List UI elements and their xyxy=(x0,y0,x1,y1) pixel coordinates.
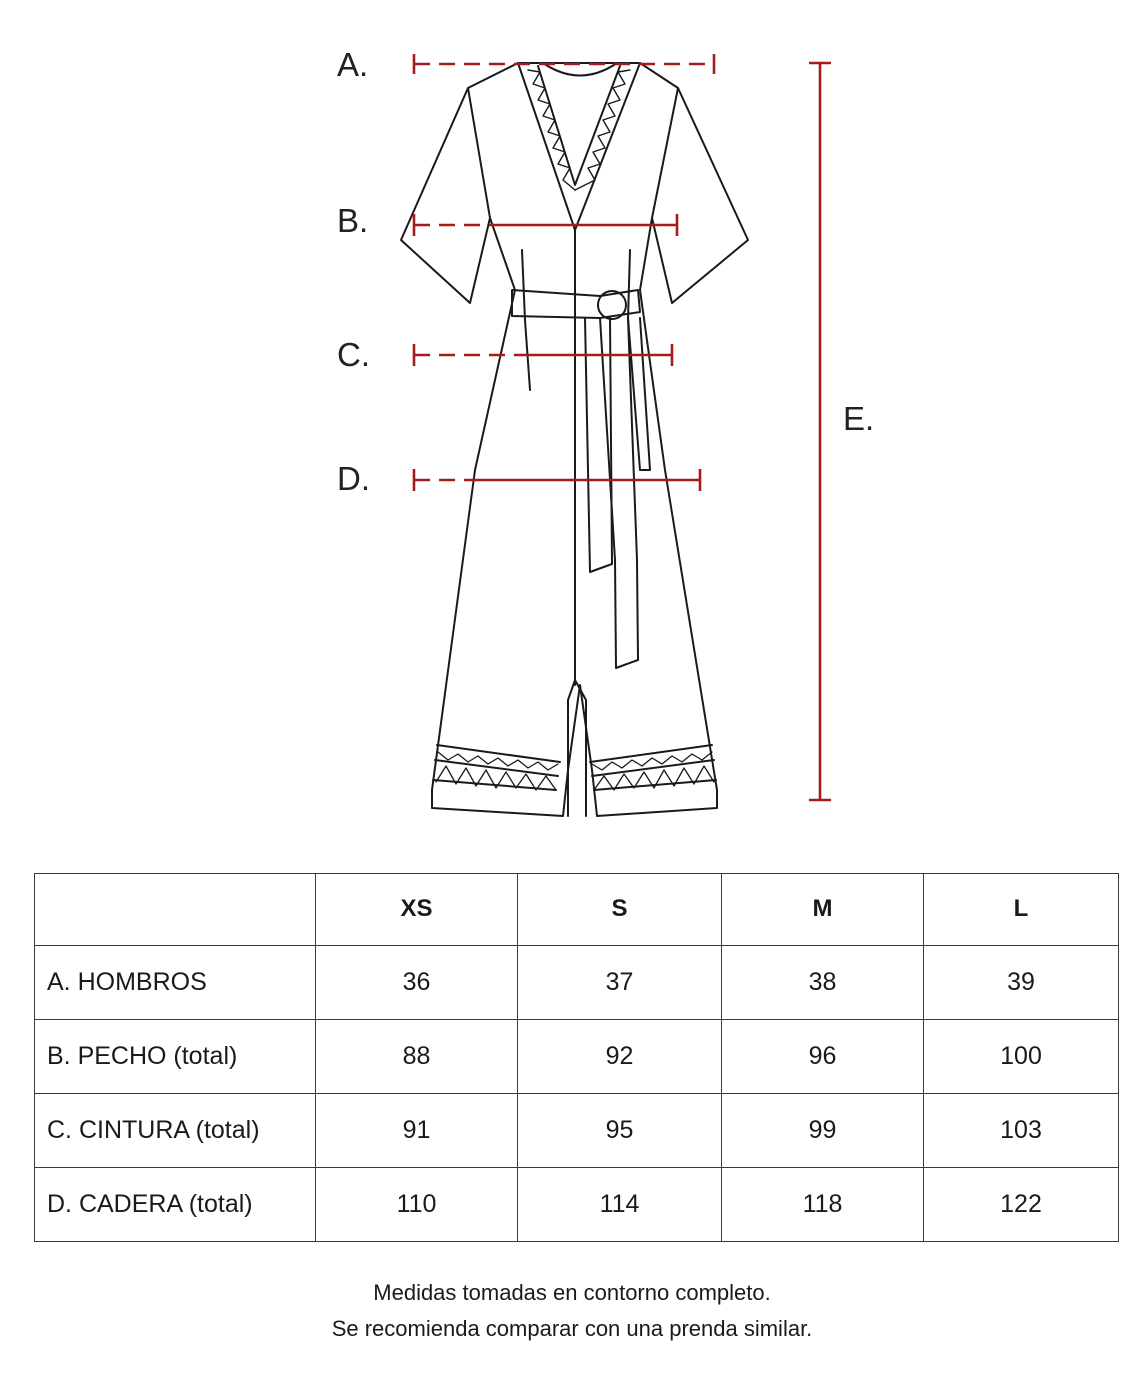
measure-label-d: D. xyxy=(337,460,370,497)
cell-value: 91 xyxy=(315,1092,518,1168)
front-slit xyxy=(567,679,587,817)
note-line-1: Medidas tomadas en contorno completo. xyxy=(373,1280,771,1305)
note-line-2: Se recomienda comparar con una prenda si… xyxy=(331,1316,813,1341)
left-sleeve xyxy=(400,87,491,304)
table-header-row: XS S M L xyxy=(34,873,1119,946)
v-neck-outer xyxy=(517,62,641,231)
cell-value: 96 xyxy=(721,1018,924,1094)
row-label: A. HOMBROS xyxy=(34,944,316,1020)
row-label: B. PECHO (total) xyxy=(34,1018,316,1094)
neck-trim-pattern xyxy=(527,69,576,191)
header-size-s: S xyxy=(517,873,722,946)
cell-value: 36 xyxy=(315,944,518,1020)
dress-diagram: A. B. C. D. E. xyxy=(337,46,875,817)
header-size-l: L xyxy=(923,873,1119,946)
cell-value: 118 xyxy=(721,1166,924,1243)
dress-illustration xyxy=(400,54,831,817)
header-size-m: M xyxy=(721,873,924,946)
right-sleeve xyxy=(651,87,749,304)
cell-value: 99 xyxy=(721,1092,924,1168)
cell-value: 114 xyxy=(517,1166,722,1243)
measure-label-e: E. xyxy=(843,400,875,437)
cell-value: 95 xyxy=(517,1092,722,1168)
cell-value: 37 xyxy=(517,944,722,1020)
cell-value: 88 xyxy=(315,1018,518,1094)
header-size-xs: XS xyxy=(315,873,518,946)
dress-body-outline xyxy=(431,62,718,817)
cell-value: 122 xyxy=(923,1166,1119,1243)
table-row: D. CADERA (total) 110 114 118 122 xyxy=(34,1166,1119,1243)
table-row: B. PECHO (total) 88 92 96 100 xyxy=(34,1018,1119,1094)
table-row: A. HOMBROS 36 37 38 39 xyxy=(34,944,1119,1020)
cell-value: 92 xyxy=(517,1018,722,1094)
table-row: C. CINTURA (total) 91 95 99 103 xyxy=(34,1092,1119,1168)
measure-line-e xyxy=(809,61,831,802)
cell-value: 103 xyxy=(923,1092,1119,1168)
cell-value: 39 xyxy=(923,944,1119,1020)
measurement-lines xyxy=(412,54,831,802)
belt-tail-short xyxy=(584,317,613,573)
size-chart-table: XS S M L A. HOMBROS 36 37 38 39 B. PECHO… xyxy=(34,873,1119,1243)
cell-value: 110 xyxy=(315,1166,518,1243)
v-neck-inner xyxy=(537,65,621,186)
measure-label-b: B. xyxy=(337,202,369,239)
belt-knot xyxy=(597,290,627,320)
row-label: D. CADERA (total) xyxy=(34,1166,316,1243)
hem-trim xyxy=(436,744,713,763)
measure-label-a: A. xyxy=(337,46,369,83)
back-neckline xyxy=(542,62,618,77)
measure-label-c: C. xyxy=(337,336,370,373)
cell-value: 100 xyxy=(923,1018,1119,1094)
row-label: C. CINTURA (total) xyxy=(34,1092,316,1168)
cell-value: 38 xyxy=(721,944,924,1020)
header-empty xyxy=(34,873,316,946)
